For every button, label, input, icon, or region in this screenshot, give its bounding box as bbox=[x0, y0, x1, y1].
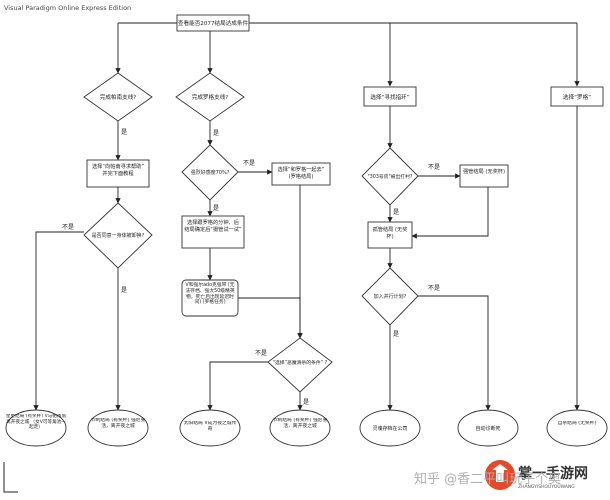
end-suicide-label: 自杀结局 (无奖杯) bbox=[557, 421, 597, 426]
end-temperance2-ellipse bbox=[269, 409, 331, 447]
edge-labels: 是 不是 是 是 不是 是 不是 是 不是 是 不是 是 bbox=[62, 129, 440, 406]
edge-final-sun bbox=[207, 361, 272, 411]
end-temperance2-label: 节制结局 (有奖杯) 强尼重活，离开夜之城 bbox=[272, 418, 328, 429]
v-path-box bbox=[181, 279, 239, 317]
end-sun-ellipse bbox=[179, 409, 241, 447]
end-suicide-fo: 自杀结局 (无奖杯) bbox=[557, 421, 597, 426]
q-kerry-label: 完成罗格支线? bbox=[192, 93, 229, 101]
end-sun-label: 太阳结局 V成为夜之城传奇 bbox=[183, 421, 237, 432]
choose-assault-fo: 选择跟罗格的分钟、后 结局确定后“摄管试一试” bbox=[184, 220, 242, 233]
end-death-label: 自动诊断死 bbox=[475, 425, 500, 432]
crowd-box bbox=[459, 164, 509, 188]
label-yes-hp: 是 bbox=[213, 205, 219, 212]
edge-crowd-crowd2 bbox=[411, 187, 489, 239]
logo-figure-icon bbox=[492, 464, 508, 482]
flow-nodes: 查看能否2077结局达成条件 完成帕南支线? 完成罗格支线? 选择“寻找指环” … bbox=[5, 14, 608, 447]
q-raid-label: 是否同意一身体被卸换? bbox=[92, 232, 145, 239]
end-star-label: 星星结局 (有奖杯) V与帕南旅离开夜之城 （女V可等角池—起走） bbox=[5, 414, 67, 431]
edge-vpath-final bbox=[238, 297, 303, 339]
q-hp-label: 强烈好感度70%? bbox=[191, 169, 230, 176]
end-temperance-ellipse bbox=[87, 409, 149, 447]
choose-elder-box bbox=[86, 159, 150, 188]
q-final-diamond bbox=[267, 337, 333, 393]
q-join-diamond bbox=[361, 267, 419, 326]
label-no-raid: 不是 bbox=[62, 224, 74, 231]
q-temple-diamond bbox=[361, 147, 419, 206]
end-suicide-ellipse bbox=[546, 409, 608, 447]
label-yes-join: 是 bbox=[393, 331, 399, 338]
end-sun-fo: 太阳结局 V成为夜之城传奇 bbox=[183, 421, 237, 432]
app-header: Visual Paradigm Online Express Edition bbox=[4, 4, 131, 12]
label-no-final: 不是 bbox=[255, 350, 267, 357]
label-no-temple: 不是 bbox=[428, 164, 440, 171]
q-ring-label: 选择“寻找指环” bbox=[370, 93, 409, 101]
end-temperance-label: 节制结局 (有奖杯) 强尼重活，离开夜之城 bbox=[90, 418, 146, 429]
label-no-join: 不是 bbox=[428, 285, 440, 292]
choose-together-box bbox=[271, 162, 331, 186]
edge-join-death bbox=[418, 295, 491, 411]
v-path-label: V和强尔ado克强带 (无法存档、强大50级精英物，死亡后出现延迟时间) (罗格… bbox=[185, 283, 235, 306]
end-arasaka-ellipse bbox=[359, 409, 421, 447]
end-death-ellipse bbox=[457, 409, 519, 447]
end-star-fo: 星星结局 (有奖杯) V与帕南旅离开夜之城 （女V可等角池—起走） bbox=[5, 414, 67, 431]
logo-text: 掌一手游网 bbox=[518, 465, 588, 482]
crowd2-box bbox=[367, 221, 413, 249]
choose-assault-box bbox=[181, 215, 245, 249]
q-join-label: 加入并行计划? bbox=[374, 293, 407, 300]
crowd2-label: 孤管结局 (无奖杯) bbox=[372, 227, 408, 240]
end-star-ellipse bbox=[5, 409, 67, 447]
choose-assault-label: 选择跟罗格的分钟、后 结局确定后“摄管试一试” bbox=[184, 220, 242, 233]
edge-raid-star bbox=[33, 231, 84, 411]
crowd2-fo: 孤管结局 (无奖杯) bbox=[372, 227, 408, 240]
choose-together-label: 选择“和罗格一起去” (罗格结局) bbox=[277, 167, 325, 180]
end-arasaka-label: 灵魂存档在公司 bbox=[372, 425, 407, 432]
q-panam-label: 完成帕南支线? bbox=[100, 93, 137, 101]
q-temple-label: "303号房"被出打村? bbox=[368, 173, 413, 180]
choose-elder-label: 选择“向帕南寻求帮助” 并完下面教程 bbox=[91, 164, 145, 177]
corner-bracket bbox=[3, 462, 18, 493]
q-hp-diamond bbox=[181, 144, 239, 201]
zhihu-watermark: 知乎 @香二平叫玩子个奥 bbox=[414, 472, 562, 487]
watermark-logo: 掌一手游网 ZHANGYISHOUYOUWANG bbox=[485, 460, 588, 490]
label-yes-final: 是 bbox=[303, 399, 309, 406]
label-no-hp: 不是 bbox=[243, 160, 255, 167]
label-yes-raid: 是 bbox=[121, 287, 127, 294]
crowd-label: 强管结局 (无奖杯) bbox=[462, 169, 505, 175]
choose-together-fo: 选择“和罗格一起去” (罗格结局) bbox=[277, 167, 325, 180]
end-temperance2-fo: 节制结局 (有奖杯) 强尼重活，离开夜之城 bbox=[272, 418, 328, 429]
label-yes-panam: 是 bbox=[121, 129, 127, 136]
label-yes-temple: 是 bbox=[393, 209, 399, 216]
q-ring-box bbox=[363, 86, 417, 107]
start-label: 查看能否2077结局达成条件 bbox=[178, 19, 249, 27]
q-raid-diamond bbox=[83, 202, 153, 269]
flow-edges bbox=[33, 22, 580, 411]
label-yes-kerry: 是 bbox=[213, 130, 219, 137]
q-kerry-diamond bbox=[175, 72, 245, 122]
q-panam-diamond bbox=[83, 72, 153, 122]
end-temperance-fo: 节制结局 (有奖杯) 强尼重活，离开夜之城 bbox=[90, 418, 146, 429]
logo-sub: ZHANGYISHOUYOUWANG bbox=[518, 484, 575, 490]
q-final-label: "选择“恶魔滑杀的条件” ? bbox=[273, 359, 328, 366]
q-rogue-box bbox=[550, 86, 604, 107]
q-rogue-label: 选择“罗格” bbox=[563, 93, 591, 101]
v-path-fo: V和强尔ado克强带 (无法存档、强大50级精英物，死亡后出现延迟时间) (罗格… bbox=[185, 283, 235, 306]
start-box bbox=[176, 14, 250, 32]
crowd-fo: 强管结局 (无奖杯) bbox=[462, 169, 505, 175]
choose-elder-fo: 选择“向帕南寻求帮助” 并完下面教程 bbox=[91, 164, 145, 177]
